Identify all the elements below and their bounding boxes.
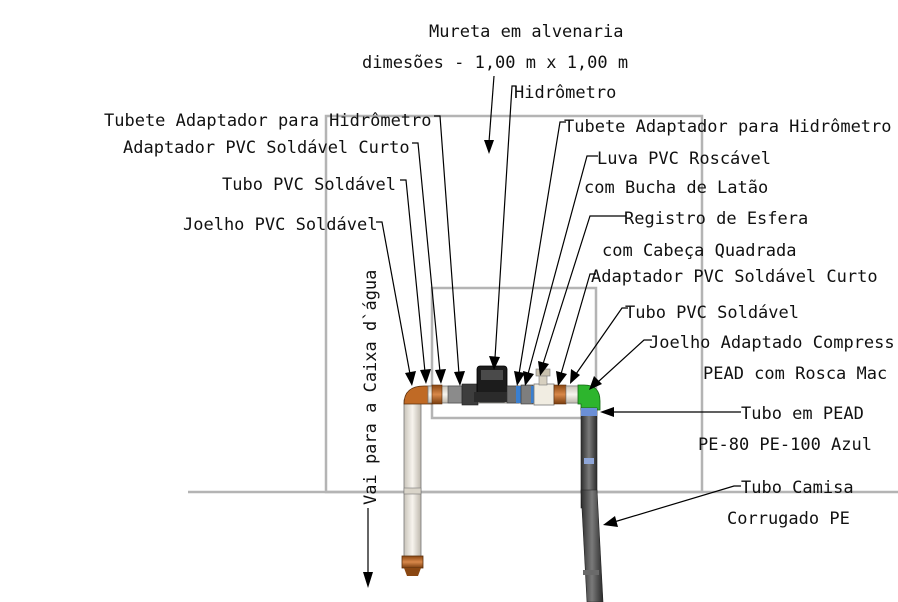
- pead-blue-ring: [581, 408, 597, 416]
- right-adaptor-fitting: [553, 384, 567, 405]
- corrugated-sleeve-joint: [583, 570, 599, 575]
- ball-valve-body: [533, 383, 555, 406]
- left-vertical-pvc-pipe: [403, 399, 422, 559]
- hydrometer-base: [474, 392, 510, 402]
- label-luva-line2: com Bucha de Latão: [584, 178, 768, 198]
- blue-ring-right: [531, 386, 536, 403]
- label-hidrometro: Hidrômetro: [514, 83, 616, 103]
- label-adaptador-left: Adaptador PVC Soldável Curto: [123, 138, 410, 158]
- label-tubo-pead-line1: Tubo em PEAD: [741, 404, 864, 424]
- label-tubo-pvc-right: Tubo PVC Soldável: [625, 303, 799, 323]
- label-registro-line1: Registro de Esfera: [624, 209, 808, 229]
- label-tubo-camisa-line1: Tubo Camisa: [741, 478, 854, 498]
- label-mureta-line1: Mureta em alvenaria: [429, 22, 623, 42]
- label-tubo-pvc-left: Tubo PVC Soldável: [222, 175, 396, 195]
- label-adaptador-right: Adaptador PVC Soldável Curto: [591, 267, 878, 287]
- label-joelho-left: Joelho PVC Soldável: [183, 215, 377, 235]
- label-registro-line2: com Cabeça Quadrada: [602, 241, 796, 261]
- hydrometer-dial: [481, 370, 503, 380]
- label-tubete-right: Tubete Adaptador para Hidrômetro: [564, 117, 892, 137]
- left-pipe-end-cap: [404, 568, 421, 576]
- pead-blue-mark: [584, 458, 594, 464]
- label-tubete-left: Tubete Adaptador para Hidrômetro: [104, 111, 432, 131]
- left-pipe-end-fitting: [401, 555, 424, 569]
- blue-ring-left: [516, 386, 521, 403]
- meter-box-frame: [430, 286, 598, 420]
- left-pipe-joint: [403, 487, 422, 495]
- label-tubo-camisa-line2: Corrugado PE: [727, 509, 850, 529]
- label-joelho-adaptado-line1: Joelho Adaptado Compress: [649, 333, 895, 353]
- left-tubete-fitting: [447, 385, 463, 404]
- label-joelho-adaptado-line2: PEAD com Rosca Mac: [703, 364, 887, 384]
- label-tubo-pead-line2: PE-80 PE-100 Azul: [698, 435, 872, 455]
- label-vai-para-caixa: Vai para a Caixa d`água: [361, 270, 381, 505]
- label-luva-line1: Luva PVC Roscável: [597, 149, 771, 169]
- corrugated-sleeve: [580, 489, 604, 602]
- label-mureta-line2: dimesões - 1,00 m x 1,00 m: [362, 53, 628, 73]
- left-adaptor-fitting: [431, 384, 443, 405]
- leader-lines: [363, 75, 741, 588]
